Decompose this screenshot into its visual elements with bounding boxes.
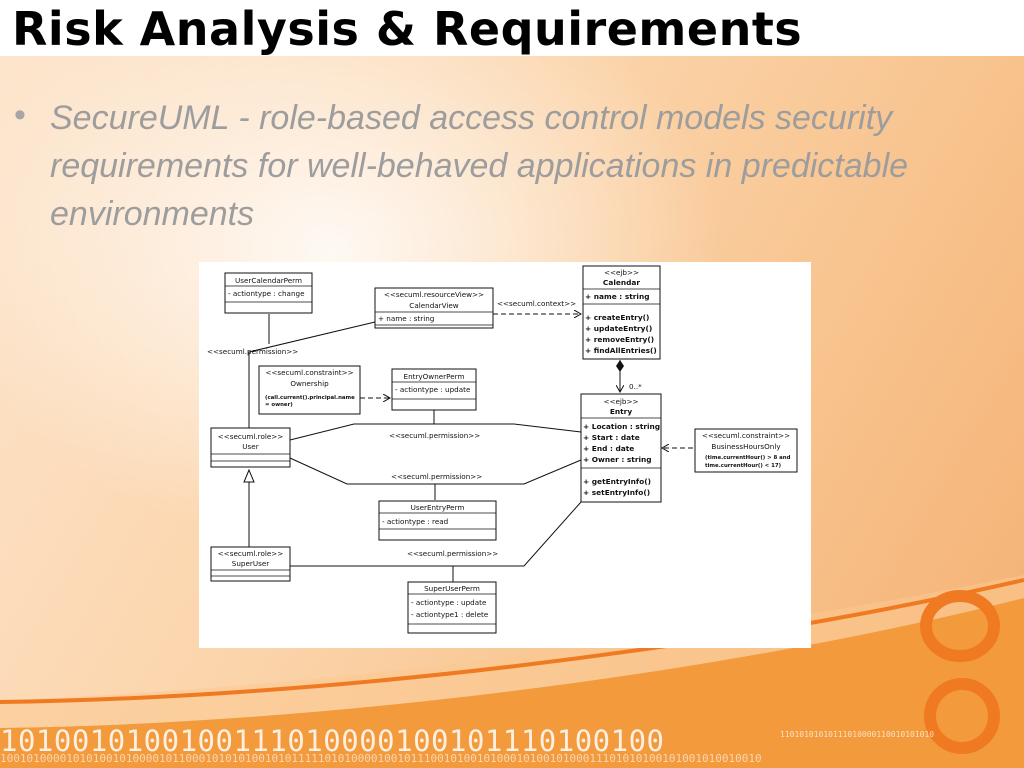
ownership-expression: = owner) (265, 402, 293, 408)
superuser-permission-line (290, 501, 582, 567)
generalization-triangle (243, 468, 255, 483)
entry-op: + setEntryInfo() (583, 488, 650, 497)
super-user-perm-attr: - actiontype1 : delete (411, 610, 489, 619)
ownership-expression: (call.current().principal.name (265, 395, 355, 401)
ownership-stereotype: <<secuml.constraint>> (265, 368, 353, 377)
user-stereotype: <<secuml.role>> (218, 432, 284, 441)
swoosh-dark-stroke (0, 578, 1024, 704)
super-user-perm-box (407, 581, 497, 634)
user-calendar-perm-name: UserCalendarPerm (235, 276, 302, 285)
ring-lower (924, 678, 1000, 754)
business-hours-stereotype: <<secuml.constraint>> (702, 431, 790, 440)
footer-binary-tiny: 11010101010111010000110010101010 (780, 730, 935, 739)
entry-owner-perm-attr: - actiontype : update (395, 385, 471, 394)
super-user-box (210, 546, 291, 582)
ownership-name: Ownership (290, 379, 329, 388)
entry-name: Entry (610, 407, 632, 416)
footer-binary-large: 1010010100100111010000100101110100100 (0, 724, 665, 758)
uml-diagram-svg: UserCalendarPerm - actiontype : change <… (207, 265, 798, 634)
calendar-op: + findAllEntries() (585, 346, 657, 355)
ring-upper (920, 590, 1000, 662)
entry-attr: + Location : string (583, 422, 660, 431)
calendar-view-attr: + name : string (378, 314, 434, 323)
user-box (210, 427, 291, 468)
calendar-view-stereotype: <<secuml.resourceView>> (384, 290, 484, 299)
business-hours-name: BusinessHoursOnly (711, 442, 781, 451)
user-name: User (242, 442, 258, 451)
calendar-op: + removeEntry() (585, 335, 654, 344)
super-user-perm-name: SuperUserPerm (424, 584, 480, 593)
entry-box (580, 393, 662, 503)
slide-title: Risk Analysis & Requirements (12, 2, 803, 56)
context-label: <<secuml.context>> (497, 299, 576, 308)
footer-binary-small: 1001010000101010010100001011000101010100… (0, 752, 762, 765)
permission-super-label: <<secuml.permission>> (407, 549, 498, 558)
user-entry-perm-attr: - actiontype : read (382, 517, 448, 526)
permission-upper-hexagon (289, 423, 582, 441)
multiplicity-label: 0..* (629, 382, 642, 391)
entry-attr: + End : date (583, 444, 634, 453)
entry-attr: + Owner : string (583, 455, 652, 464)
entry-owner-perm-box (391, 368, 477, 411)
entry-owner-perm-name: EntryOwnerPerm (404, 372, 465, 381)
secureuml-diagram: UserCalendarPerm - actiontype : change <… (199, 262, 811, 648)
calendar-op: + createEntry() (585, 313, 649, 322)
permission-owner-label: <<secuml.permission>> (389, 431, 480, 440)
user-calendar-perm-attr: - actiontype : change (228, 289, 305, 298)
ownership-box (258, 365, 361, 415)
entry-stereotype: <<ejb>> (603, 397, 638, 406)
user-entry-perm-box (378, 500, 497, 541)
title-bar (0, 0, 1024, 56)
calendar-op: + updateEntry() (585, 324, 652, 333)
user-entry-perm-name: UserEntryPerm (411, 503, 465, 512)
calendar-view-name: CalendarView (409, 301, 458, 310)
user-calendar-perm-box (224, 272, 313, 314)
business-hours-only-box (694, 428, 798, 473)
bullet-marker: • (14, 96, 26, 134)
calendar-stereotype: <<ejb>> (604, 268, 639, 277)
bullet-text: SecureUML - role-based access control mo… (50, 99, 909, 233)
business-hours-expression: time.currentHour() < 17) (705, 463, 781, 469)
user-to-calendarview-line (248, 321, 376, 428)
permission-calendar-label: <<secuml.permission>> (207, 347, 298, 356)
business-hours-expression: (time.currentHour() > 8 and (705, 455, 791, 461)
super-user-perm-attr: - actiontype : update (411, 598, 487, 607)
calendar-box (582, 265, 661, 360)
calendar-name: Calendar (603, 278, 640, 287)
entry-op: + getEntryInfo() (583, 477, 651, 486)
super-user-stereotype: <<secuml.role>> (218, 549, 284, 558)
super-user-name: SuperUser (232, 559, 269, 568)
calendar-view-box (374, 287, 494, 329)
calendar-attr: + name : string (585, 292, 650, 301)
composition-diamond (616, 360, 624, 372)
entry-attr: + Start : date (583, 433, 640, 442)
swoosh-orange-band (0, 598, 1024, 768)
permission-read-label: <<secuml.permission>> (391, 472, 482, 481)
